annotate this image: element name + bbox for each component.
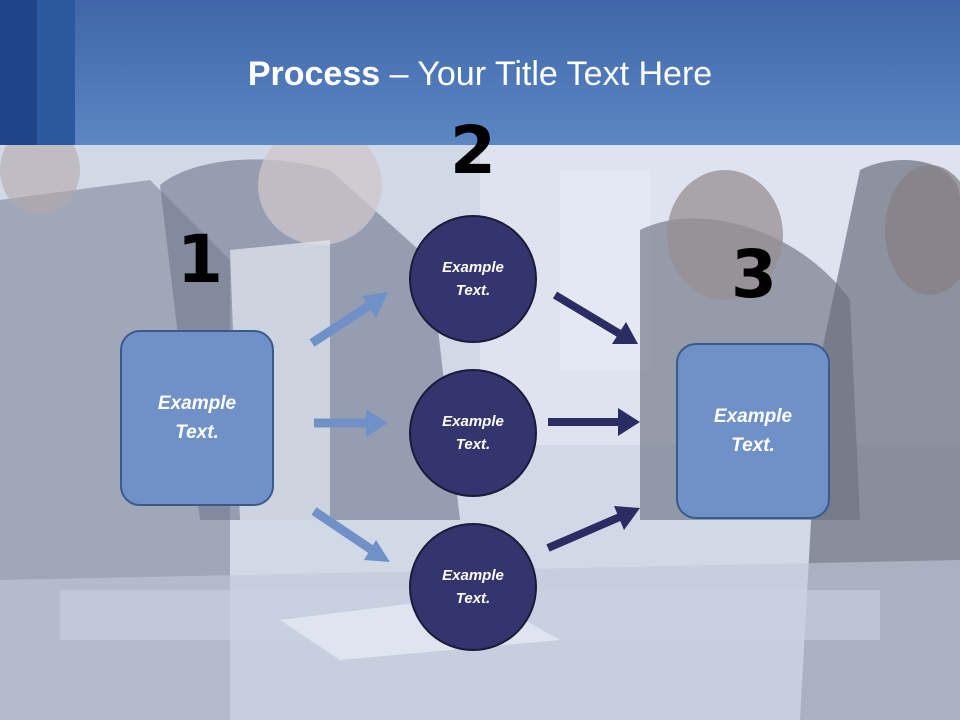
header-accent-stripe xyxy=(0,0,37,145)
left-box-text: Example Text. xyxy=(157,393,237,443)
step-number-1: 1 xyxy=(177,221,223,298)
arrow-up-right-light xyxy=(309,292,388,347)
arrow-right-light xyxy=(314,409,388,437)
slide-title: Process – Your Title Text Here xyxy=(75,52,885,96)
header-accent-stripe xyxy=(37,0,75,145)
title-bold: Process xyxy=(247,55,381,93)
right-box-text: Example Text. xyxy=(713,406,793,456)
right-box: Example Text. xyxy=(676,343,830,519)
header-bar xyxy=(0,0,960,145)
arrow-right-dark xyxy=(548,408,640,436)
title-rest: – Your Title Text Here xyxy=(380,55,713,93)
arrow-up-right-dark xyxy=(546,506,640,552)
step-number-3: 3 xyxy=(731,236,777,313)
arrow-down-right-dark xyxy=(552,291,638,344)
circle-top: Example Text. xyxy=(409,215,537,343)
circle-middle: Example Text. xyxy=(409,369,537,497)
arrow-down-right-light xyxy=(311,507,390,562)
circle-middle-text: Example Text. xyxy=(442,413,504,453)
step-number-2: 2 xyxy=(450,112,496,189)
left-box: Example Text. xyxy=(120,330,274,506)
circle-top-text: Example Text. xyxy=(442,259,504,299)
circle-bottom: Example Text. xyxy=(409,523,537,651)
circle-bottom-text: Example Text. xyxy=(442,567,504,607)
